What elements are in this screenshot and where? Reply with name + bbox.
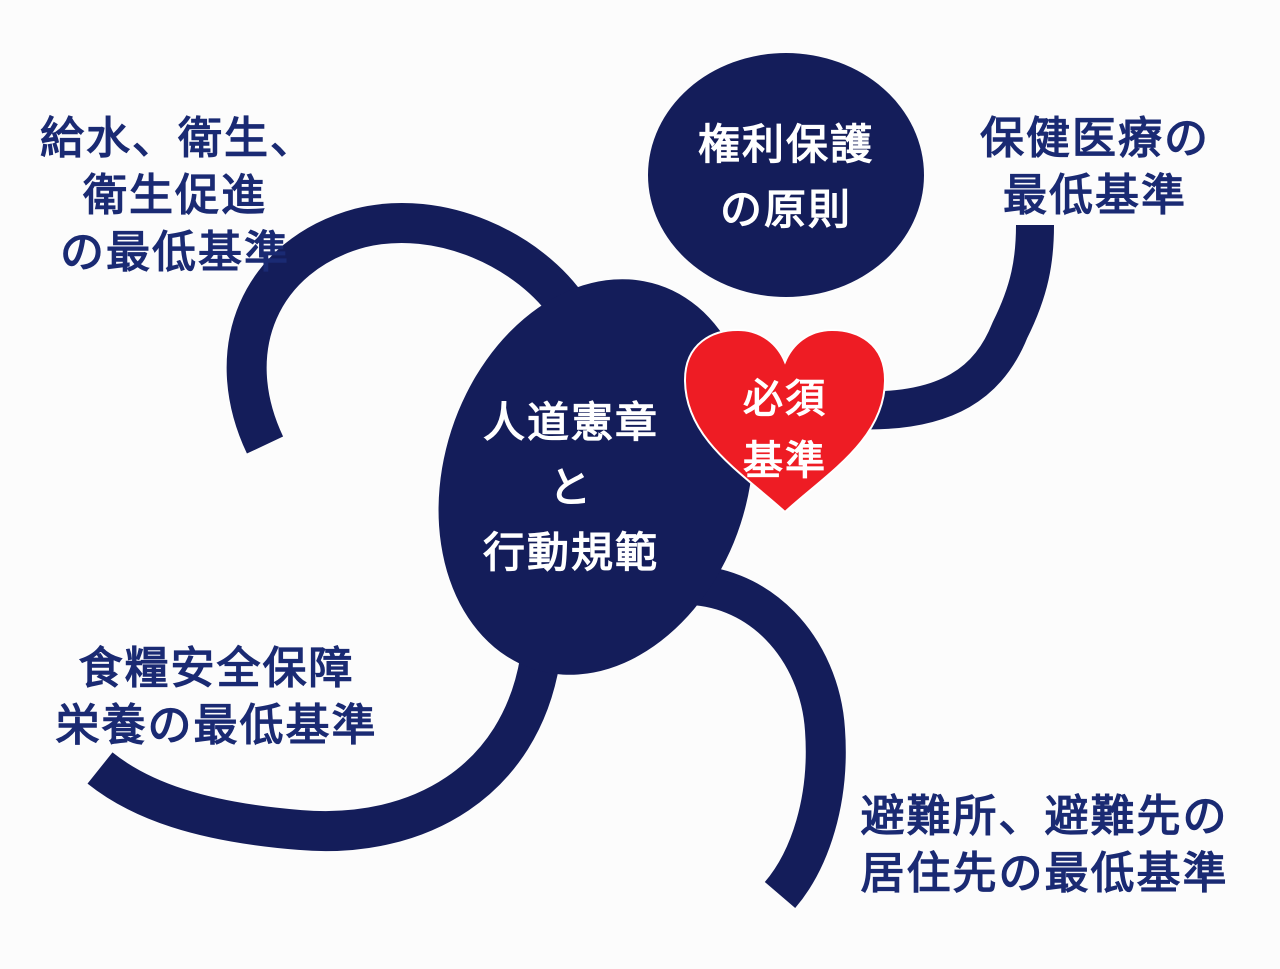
heart-label: 必須 基準	[730, 368, 840, 492]
right-arm-label: 保健医療の 最低基準	[970, 110, 1220, 224]
head-label: 権利保護 の原則	[686, 112, 886, 242]
body-label-line: 行動規範	[482, 528, 659, 578]
head-label-line: の原則	[719, 185, 852, 235]
right-leg-arc	[673, 564, 846, 909]
right-arm-arc	[849, 224, 1054, 430]
heart-label-line: 必須	[743, 376, 827, 422]
body-label-line: と	[548, 463, 593, 513]
left-arm-label: 給水、衛生、 衛生促進 の最低基準	[40, 110, 316, 282]
body-oval	[438, 279, 754, 675]
body-label: 人道憲章 と 行動規範	[466, 390, 676, 585]
left-arm-label-line: 給水、衛生、	[40, 113, 316, 164]
left-arm-label-line: の最低基準	[60, 227, 290, 279]
right-arm-label-line: 最低基準	[1003, 170, 1187, 222]
head-circle	[648, 53, 924, 297]
left-leg-arc	[87, 656, 560, 851]
right-leg-label: 避難所、避難先の 居住先の最低基準	[852, 788, 1237, 902]
left-leg-label-line: 食糧安全保障	[78, 643, 355, 694]
left-leg-label-line: 栄養の最低基準	[55, 700, 378, 752]
head-label-line: 権利保護	[697, 120, 874, 169]
left-arm-arc	[226, 203, 587, 454]
left-leg-label: 食糧安全保障 栄養の最低基準	[44, 640, 389, 754]
right-arm-label-line: 保健医療の	[980, 113, 1210, 164]
right-leg-label-line: 避難所、避難先の	[860, 791, 1229, 842]
heart-shape	[683, 328, 887, 514]
right-leg-label-line: 居住先の最低基準	[860, 848, 1229, 900]
body-label-line: 人道憲章	[482, 398, 659, 447]
heart-label-line: 基準	[743, 438, 827, 484]
left-arm-label-line: 衛生促進	[83, 170, 267, 222]
